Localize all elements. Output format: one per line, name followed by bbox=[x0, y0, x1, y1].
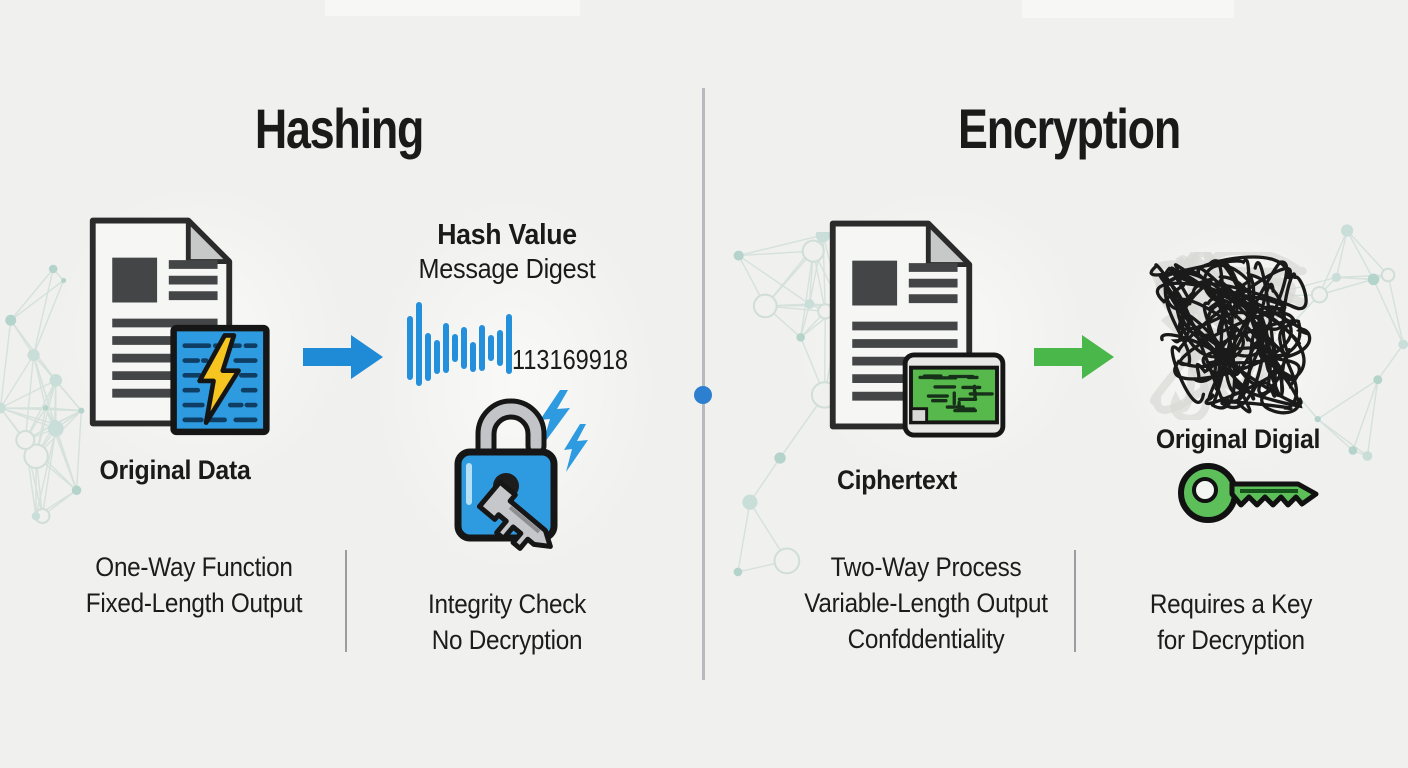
scrambled-text-icon bbox=[1149, 252, 1312, 420]
hashing-arrow-right-icon bbox=[303, 335, 383, 379]
hash-value-title: Hash Value bbox=[437, 219, 577, 251]
hash-number: 113169918 bbox=[512, 344, 628, 375]
center-divider bbox=[702, 88, 705, 680]
property-line: Two-Way Process bbox=[830, 552, 1022, 582]
encryption-properties-purpose: Requires a Key for Decryption bbox=[1105, 586, 1357, 658]
ciphertext-label: Ciphertext bbox=[836, 465, 958, 495]
waveform-bar bbox=[488, 335, 494, 361]
divider-dot bbox=[694, 386, 712, 404]
network-pattern bbox=[0, 264, 85, 525]
footer-divider bbox=[345, 550, 347, 652]
cipher-card-icon bbox=[902, 352, 1006, 438]
lightning-icon bbox=[197, 333, 241, 425]
top-tone-patch bbox=[325, 0, 580, 16]
waveform-bar bbox=[407, 316, 413, 380]
property-line: No Decryption bbox=[431, 625, 583, 655]
waveform-bar bbox=[425, 333, 431, 381]
waveform-bar bbox=[470, 342, 476, 372]
hashing-title: Hashing bbox=[254, 97, 425, 160]
message-digest-subtitle: Message Digest bbox=[418, 253, 596, 284]
lightning-bolts-icon bbox=[540, 390, 588, 472]
waveform-bar bbox=[479, 325, 485, 371]
encryption-properties-function: Two-Way Process Variable-Length Output C… bbox=[773, 549, 1079, 657]
waveform-icon bbox=[407, 299, 512, 397]
waveform-bar bbox=[443, 323, 449, 373]
property-line: One-Way Function bbox=[95, 552, 293, 582]
waveform-bar bbox=[506, 314, 512, 374]
encryption-arrow-right-icon bbox=[1034, 335, 1114, 379]
property-line: Requires a Key bbox=[1149, 589, 1313, 619]
top-tone-patch bbox=[1022, 0, 1234, 18]
property-line: Fixed-Length Output bbox=[85, 588, 303, 618]
property-line: Confddentiality bbox=[847, 624, 1005, 654]
waveform-bar bbox=[416, 302, 422, 386]
waveform-bar bbox=[497, 330, 503, 366]
footer-divider bbox=[1074, 550, 1076, 652]
encryption-title: Encryption bbox=[958, 97, 1181, 160]
waveform-bar bbox=[434, 340, 440, 374]
original-digial-label: Original Digial bbox=[1155, 424, 1321, 454]
key-icon bbox=[476, 479, 553, 551]
waveform-bar bbox=[452, 334, 458, 362]
property-line: Variable-Length Output bbox=[804, 588, 1048, 618]
green-key-icon bbox=[1178, 463, 1319, 523]
network-pattern bbox=[733, 232, 843, 577]
property-line: Integrity Check bbox=[427, 589, 587, 619]
original-data-label: Original Data bbox=[99, 455, 251, 485]
data-card-icon bbox=[170, 324, 270, 436]
hashing-properties-function: One-Way Function Fixed-Length Output bbox=[50, 549, 338, 621]
hashing-properties-purpose: Integrity Check No Decryption bbox=[381, 586, 633, 658]
waveform-bar bbox=[461, 327, 467, 369]
property-line: for Decryption bbox=[1157, 625, 1305, 655]
padlock-icon bbox=[454, 390, 588, 551]
